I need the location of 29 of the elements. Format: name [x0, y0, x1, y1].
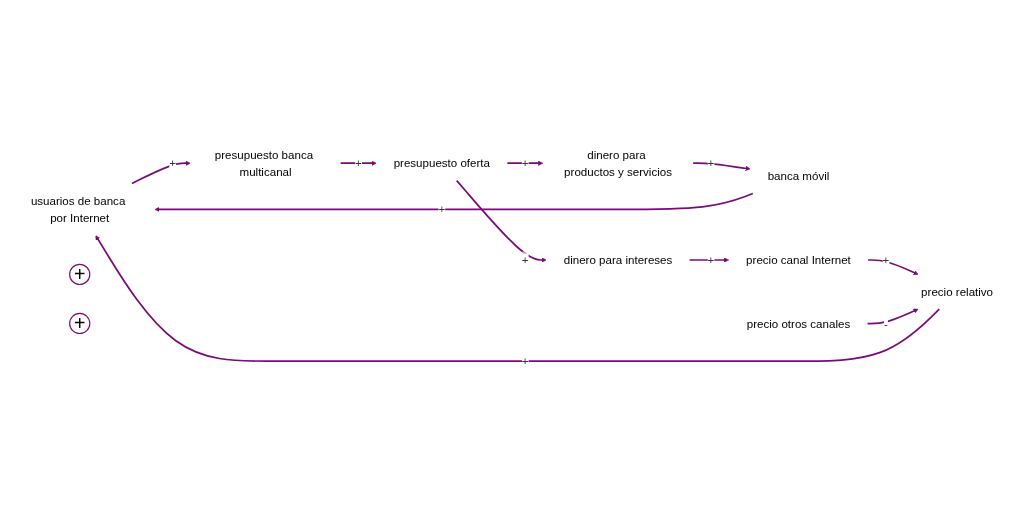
arrow	[455, 179, 547, 263]
edge-label: +	[521, 156, 529, 170]
node-text: dinero para productos y servicios	[564, 148, 672, 179]
node-text: dinero para intereses	[563, 253, 673, 267]
arrow	[339, 160, 377, 166]
node-text: precio canal Internet	[746, 253, 851, 267]
node-text: precio relativo	[921, 285, 994, 299]
arrow	[131, 160, 191, 185]
edge-label: +	[882, 253, 890, 267]
node-text: usuarios de banca por Internet	[30, 194, 126, 225]
node-text: presupuesto oferta	[393, 156, 490, 170]
edge-label: +	[707, 253, 715, 267]
node-circle: +	[69, 312, 91, 335]
edge-label: +	[438, 203, 446, 216]
edge-label: +	[169, 156, 177, 170]
node-text: banca móvil	[767, 169, 830, 183]
arrow	[692, 162, 751, 171]
node-circle: +	[69, 263, 91, 286]
node-text: presupuesto banca multicanal	[214, 148, 314, 179]
node-text: precio otros canales	[746, 317, 851, 330]
edge-label: +	[521, 253, 529, 267]
edge-label: +	[521, 354, 529, 368]
arrow	[154, 192, 754, 212]
arrow	[866, 308, 919, 325]
edge-label: +	[707, 156, 715, 170]
edge-label: +	[355, 156, 362, 170]
arrow	[95, 235, 941, 362]
arrow	[867, 259, 919, 275]
edge-label: -	[884, 317, 888, 330]
